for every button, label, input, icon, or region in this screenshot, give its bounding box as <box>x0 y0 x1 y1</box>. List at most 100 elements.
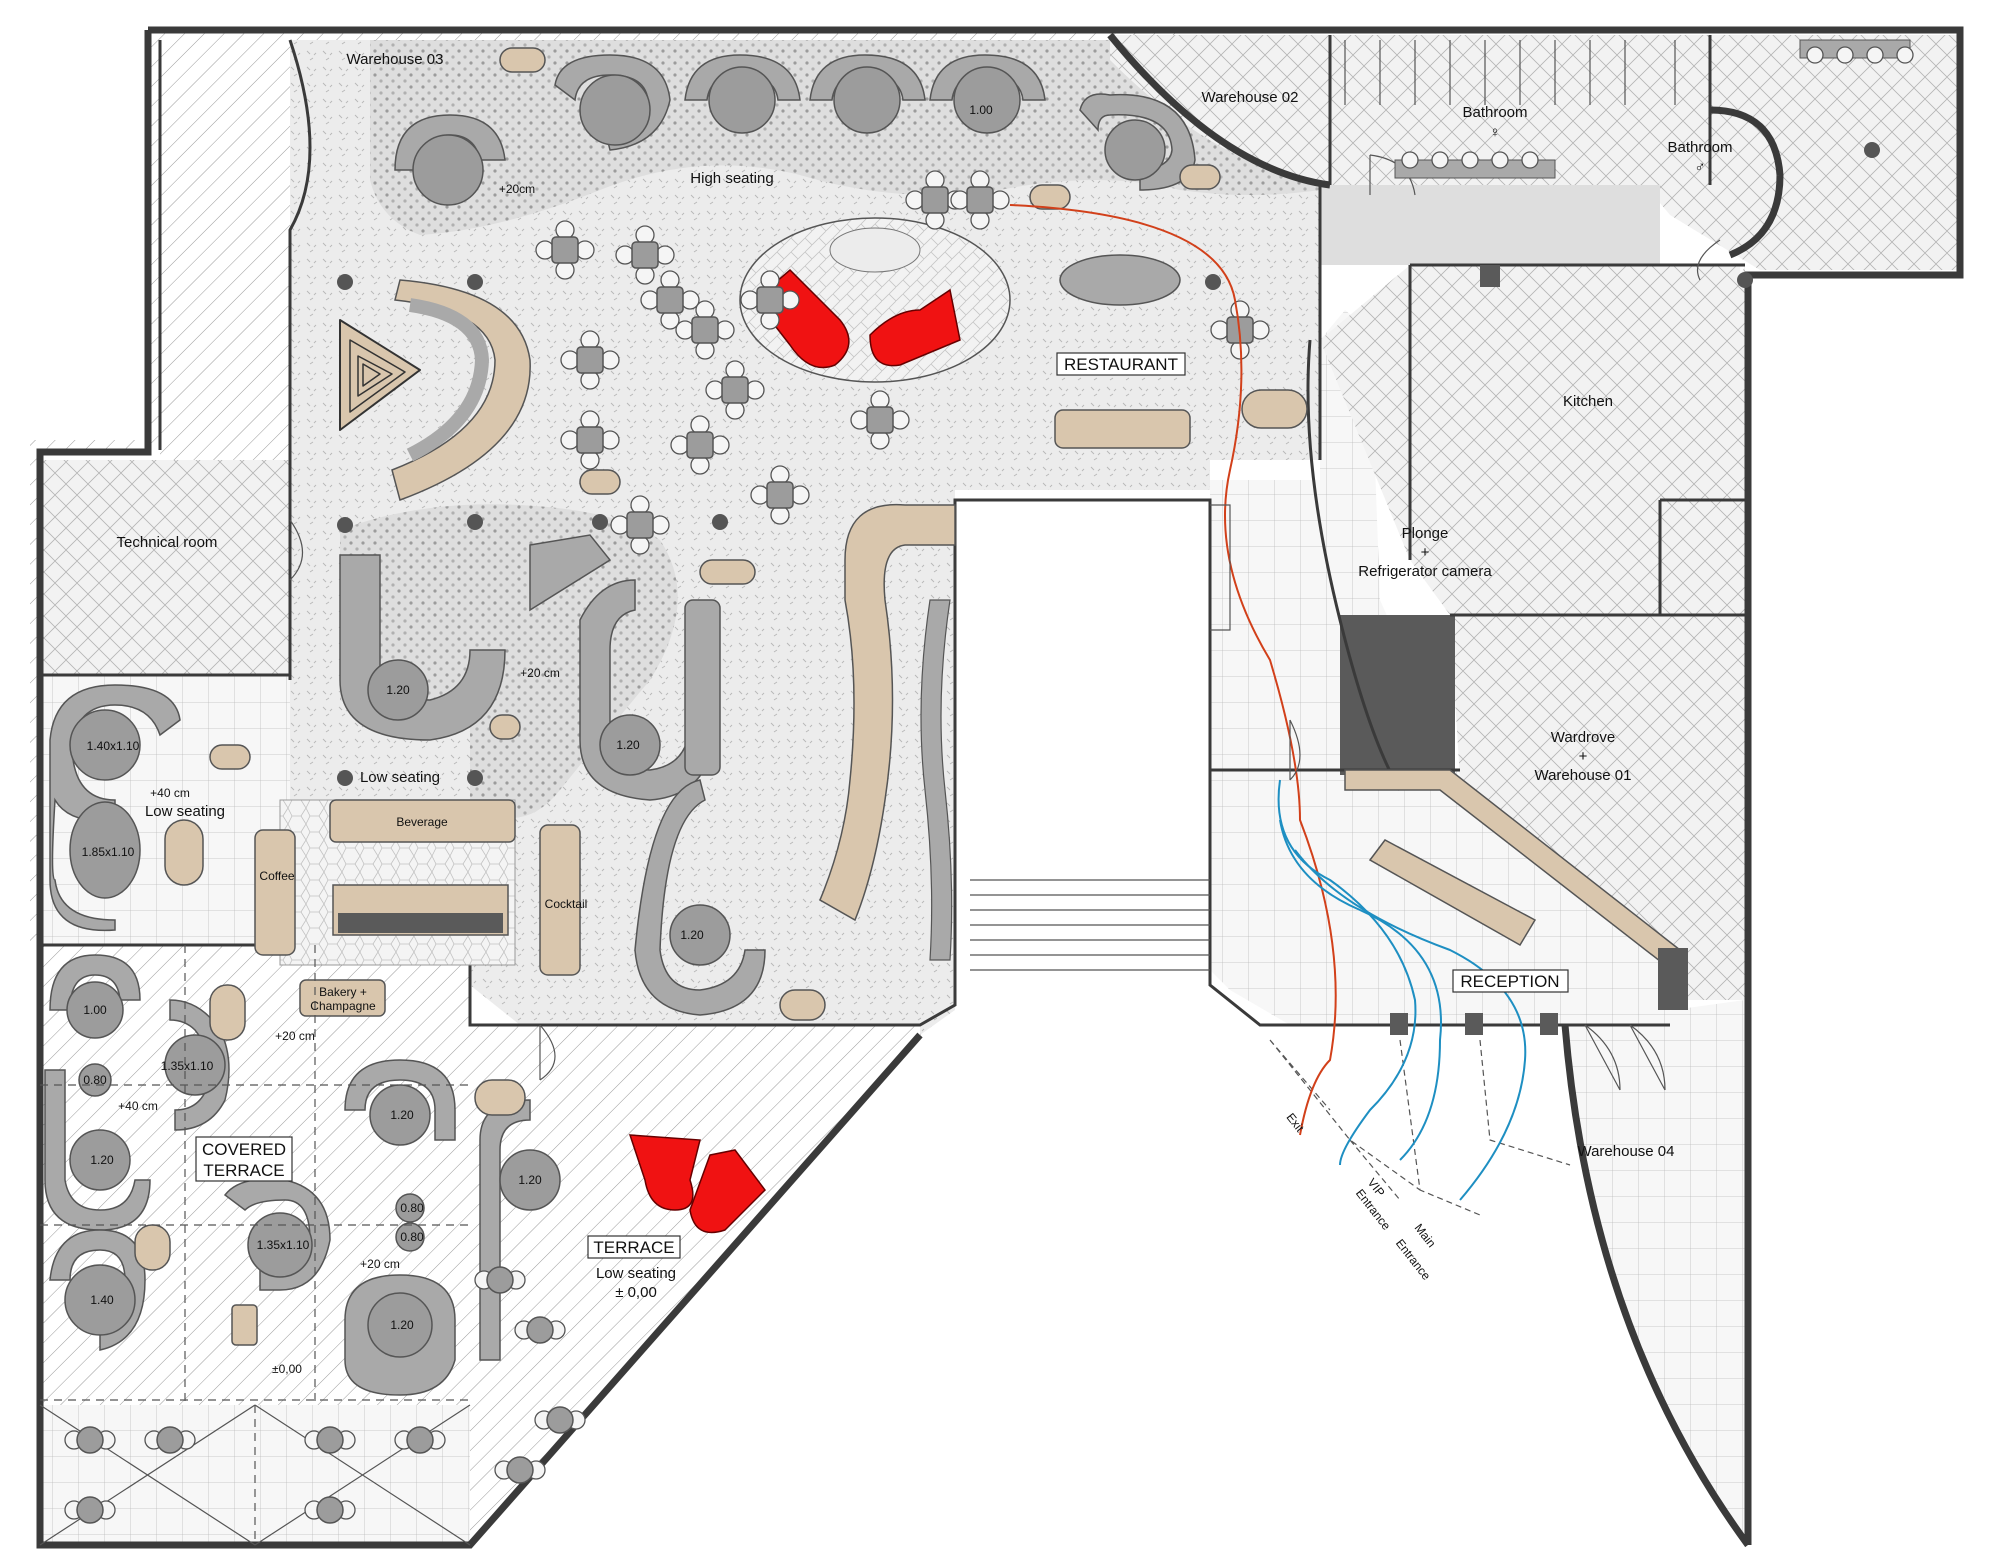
label-high-seating: High seating <box>690 170 773 187</box>
label-wardrove: Wardrove <box>1551 729 1615 746</box>
reception-column <box>1658 948 1688 1010</box>
outer-wall-top-right <box>148 26 1964 1545</box>
wardrove-area <box>1450 265 1745 1000</box>
label-restaurant: RESTAURANT <box>1064 355 1178 374</box>
bench-1 <box>699 559 756 585</box>
label-plus20-terrace: +20 cm <box>275 1029 315 1043</box>
bathroom-corridor <box>1320 185 1660 265</box>
bench-2 <box>579 469 621 495</box>
table-185x110 <box>69 801 141 899</box>
label-kitchen: Kitchen <box>1563 393 1613 410</box>
curved-sofa-cushion <box>406 298 490 462</box>
door-post-2 <box>1465 1013 1483 1035</box>
high-seating-booths <box>394 47 1221 210</box>
restaurant-label-box <box>1056 352 1186 376</box>
restaurant-bench <box>1241 389 1308 429</box>
label-low-seating-center: Low seating <box>360 769 440 786</box>
coffee-bar <box>254 829 296 956</box>
warehouse-02-area <box>1110 35 1330 185</box>
terrace-grid-lines <box>39 945 471 1546</box>
label-bakery: Bakery + <box>319 985 367 999</box>
bar-back-shelf <box>920 599 953 961</box>
table-size-cov-g: 0.80 <box>400 1201 424 1215</box>
atrium-void <box>968 500 1210 990</box>
doors <box>289 154 1721 1091</box>
label-terrace-covered: TERRACE <box>203 1161 284 1180</box>
dark-storage-block <box>1340 615 1455 775</box>
table-size-cov-e: 1.20 <box>390 1108 414 1122</box>
beverage-bar <box>329 799 516 843</box>
table-size-ter-a: 1.20 <box>518 1173 542 1187</box>
label-high-level: +20cm <box>499 182 535 196</box>
label-cocktail: Cocktail <box>545 897 588 911</box>
label-warehouse-04: Warehouse 04 <box>1577 1143 1674 1160</box>
left-bench <box>164 819 204 886</box>
ter-bench-2 <box>779 989 826 1021</box>
table-size-center-b: 1.20 <box>616 738 640 752</box>
cov-bench-3 <box>231 1304 258 1346</box>
atrium-stairs <box>970 504 1231 971</box>
table-size-cov-d: 1.20 <box>90 1153 114 1167</box>
label-beverage: Beverage <box>396 815 448 829</box>
label-main: Main <box>1412 1221 1439 1250</box>
door-post-1 <box>1390 1013 1408 1035</box>
male-bath-curve <box>1709 106 1784 259</box>
curved-sofa <box>391 279 531 501</box>
main-path <box>1294 849 1527 1201</box>
table-size-cov-b: 1.35x1.10 <box>161 1059 214 1073</box>
label-terrace: TERRACE <box>593 1238 674 1257</box>
table-size-center-a: 1.20 <box>386 683 410 697</box>
label-champagne: Champagne <box>310 999 376 1013</box>
label-technical-room: Technical room <box>117 534 218 551</box>
label-plus40-left: +40 cm <box>150 786 190 800</box>
bathroom-male-area <box>1645 35 1963 270</box>
bar-back-counter-dark <box>338 913 503 933</box>
terrace-piano-2 <box>689 1149 766 1234</box>
label-plonge: Plonge <box>1402 525 1449 542</box>
table-size-cov-h: 0.80 <box>400 1230 424 1244</box>
stage-drums <box>829 227 921 273</box>
table-size-cov-a: 1.00 <box>83 1003 107 1017</box>
kitchen-area <box>1320 265 1745 615</box>
label-warehouse-01: Warehouse 01 <box>1534 767 1631 784</box>
table-size-cov-j: 1.20 <box>390 1318 414 1332</box>
structural-columns <box>337 142 1880 786</box>
label-zero-terrace: ±0,00 <box>272 1362 302 1376</box>
technical-room <box>40 460 290 675</box>
four-top-tables <box>535 170 1270 555</box>
terrace-label-box <box>587 1235 681 1259</box>
cov-bench-2 <box>134 1224 171 1271</box>
terrace-piano-1 <box>628 1134 701 1211</box>
table-size-center-c: 1.20 <box>680 928 704 942</box>
bench-4 <box>209 744 251 770</box>
exit-path <box>1009 204 1337 1136</box>
oval-dining-table <box>1059 254 1181 306</box>
label-wardrove-plus: + <box>1579 748 1588 765</box>
table-size-cov-c: 0.80 <box>83 1073 107 1087</box>
bench-3 <box>489 714 521 740</box>
door-post-3 <box>1540 1013 1558 1035</box>
reception-desk <box>1368 839 1537 947</box>
female-symbol-icon: ♀ <box>1489 124 1500 141</box>
label-plonge-plus: + <box>1421 544 1430 561</box>
kitchen-post <box>1480 265 1500 287</box>
table-size-high: 1.00 <box>969 103 993 117</box>
table-size-cov-i: 1.40 <box>90 1293 114 1307</box>
bathroom-fixtures <box>1344 39 1914 179</box>
label-bathroom-female: Bathroom <box>1462 104 1527 121</box>
label-warehouse-03: Warehouse 03 <box>346 51 443 68</box>
table-size-left-a: 1.40x1.10 <box>87 739 140 753</box>
bakery-counter <box>299 979 386 1017</box>
table-size-left-b: 1.85x1.10 <box>82 845 135 859</box>
label-reception: RECEPTION <box>1460 972 1559 991</box>
label-plus20-center: +20 cm <box>520 666 560 680</box>
label-terrace-low-seating: Low seating <box>596 1265 676 1282</box>
outer-wall-left <box>36 30 923 1549</box>
warehouse-03-area <box>160 40 290 460</box>
table-size-cov-f: 1.35x1.10 <box>257 1238 310 1252</box>
warehouse-04-area <box>1565 1000 1745 1545</box>
outdoor-tables <box>64 1266 586 1524</box>
vip-path <box>1277 779 1417 1166</box>
ter-bench-1 <box>474 1079 526 1116</box>
